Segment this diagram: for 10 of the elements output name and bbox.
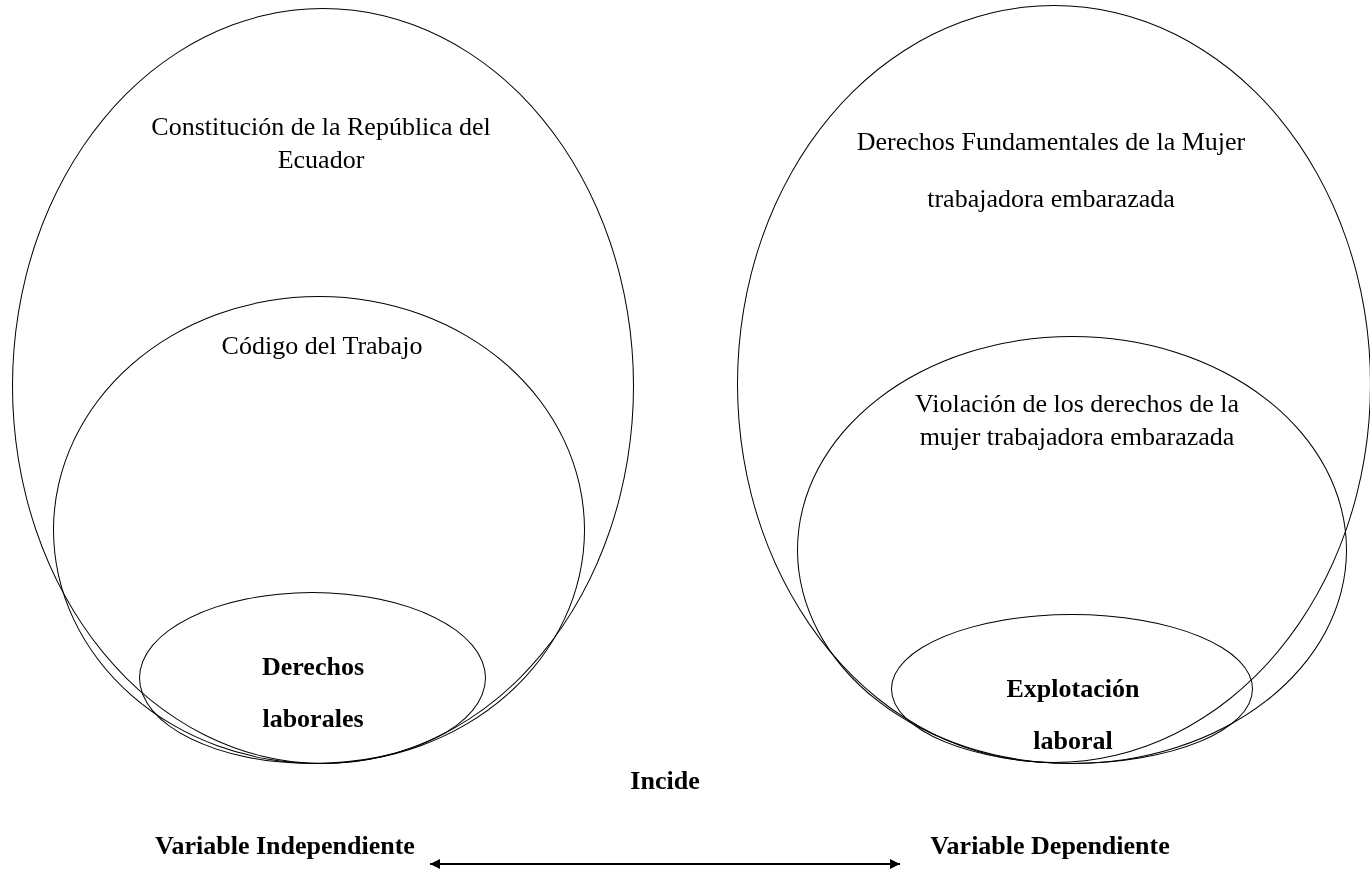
ellipse-label: Constitución de la República del Ecuador bbox=[150, 111, 492, 176]
ellipse-label: Derechos laborales bbox=[260, 651, 365, 735]
ellipse bbox=[737, 5, 1370, 763]
variable-label: Variable Independiente bbox=[154, 830, 416, 862]
ellipse-label: Explotación laboral bbox=[1005, 673, 1141, 757]
ellipse-label: Violación de los derechos de la mujer trabajadora embarazada bbox=[913, 388, 1241, 453]
double-arrow bbox=[429, 859, 901, 869]
ellipse-label: Derechos Fundamentales de la Mujer trabajadora embarazada bbox=[856, 126, 1246, 216]
ellipse-label: Código del Trabajo bbox=[220, 330, 424, 362]
variable-label: Variable Dependiente bbox=[929, 830, 1171, 862]
